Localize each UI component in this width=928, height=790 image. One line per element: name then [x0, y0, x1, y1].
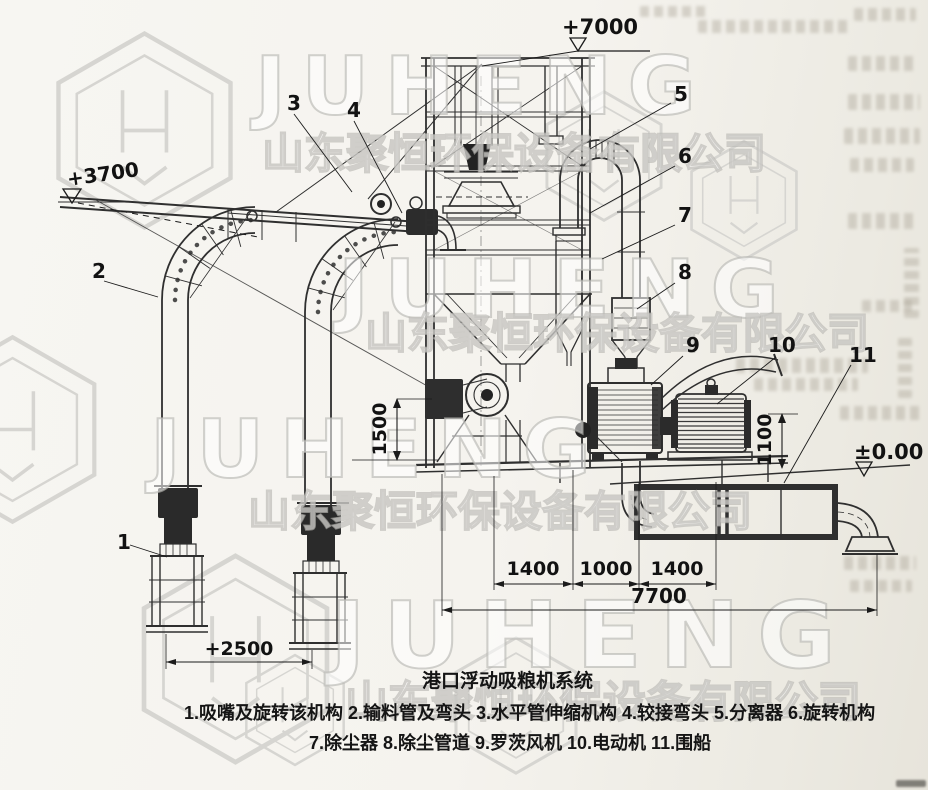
nozzle-drive-1: [158, 488, 198, 518]
suction-pipe-2: [289, 216, 402, 650]
bleedthrough-smudge: [698, 20, 848, 33]
barge: [621, 461, 898, 555]
roots-blower: [575, 358, 663, 460]
elevation-top-label: +7000: [562, 15, 638, 39]
dim-seg1-label: 1400: [507, 558, 560, 580]
bleedthrough-smudge: [854, 8, 916, 21]
bleedthrough-smudge: [754, 378, 858, 391]
callout-11: 11: [849, 343, 877, 367]
bleedthrough-smudge: [850, 580, 912, 592]
overhead-bend-and-dust-system: [538, 66, 783, 411]
callout-6: 6: [678, 144, 692, 168]
bleedthrough-smudge: [736, 358, 868, 373]
legend-row-1: 1.吸嘴及旋转该机构 2.输料管及弯头 3.水平管伸缩机构 4.较接弯头 5.分…: [184, 703, 876, 723]
callout-8: 8: [678, 260, 692, 284]
callout-numbers: 1 2 3 4 5 6 7 8 9 10 11: [92, 82, 877, 554]
bleedthrough-smudge: [904, 248, 919, 318]
bleedthrough-smudge: [848, 94, 920, 110]
elevation-waterline: ±0.00: [854, 440, 923, 478]
bleedthrough-smudge: [840, 406, 924, 420]
bleedthrough-smudge: [844, 556, 916, 570]
swivel-elbow-block: [406, 209, 438, 235]
callout-4: 4: [347, 98, 361, 122]
shaft-coupling: [660, 417, 676, 435]
bleedthrough-smudge: [848, 56, 918, 71]
platform: [415, 454, 789, 484]
callout-5: 5: [674, 82, 688, 106]
dim-1500: 1500: [352, 398, 438, 461]
callout-9: 9: [686, 333, 700, 357]
suction-pipe-1: [146, 206, 258, 633]
dim-overall: 7700: [441, 474, 878, 616]
elevation-waterline-label: ±0.00: [854, 440, 923, 464]
dim-seg3-label: 1400: [651, 558, 704, 580]
callout-10: 10: [768, 333, 796, 357]
callout-2: 2: [92, 259, 106, 283]
dim-seg2-label: 1000: [580, 558, 633, 580]
callout-3: 3: [287, 91, 301, 115]
dim-overall-label: 7700: [631, 584, 687, 608]
elevation-boom: +3700: [61, 157, 259, 238]
dim-1100-label: 1100: [754, 414, 776, 467]
electric-motor: [660, 378, 753, 461]
elevation-top: +7000: [481, 15, 650, 67]
callout-7: 7: [678, 203, 692, 227]
feed-hopper: [463, 144, 491, 170]
bleedthrough-smudge: [862, 300, 912, 312]
bleedthrough-smudge: [640, 6, 710, 17]
trolley-wheel: [370, 193, 392, 215]
bleedthrough-smudge: [844, 128, 920, 144]
dim-nozzle-spacing: +2500: [165, 634, 313, 669]
blower-pulley: [575, 422, 591, 438]
legend-row-2: 7.除尘器 8.除尘管道 9.罗茨风机 10.电动机 11.围船: [309, 733, 712, 753]
callout-leaders: [103, 102, 852, 558]
dim-1100: 1100: [754, 413, 798, 469]
tower-frame: [421, 57, 623, 468]
scan-edge-mark: [896, 780, 926, 787]
dust-collector-body: [611, 297, 651, 341]
callout-1: 1: [117, 530, 131, 554]
bleedthrough-smudge: [850, 158, 914, 172]
dim-1500-label: 1500: [369, 403, 391, 456]
dim-nozzle-spacing-label: +2500: [205, 638, 274, 660]
drawing-title: 港口浮动吸粮机系统: [422, 671, 594, 692]
nozzle-drive-2: [301, 505, 341, 535]
bleedthrough-smudge: [848, 213, 916, 229]
dim-bottom-chain: 1400 1000 1400: [493, 470, 717, 590]
airlock-pulley: [465, 373, 509, 417]
cyclone-hopper: [425, 293, 591, 463]
airlock-motor: [425, 379, 463, 419]
bleedthrough-smudge: [898, 338, 912, 398]
discharge-elbow: [837, 502, 879, 538]
elevation-boom-label: +3700: [65, 157, 140, 191]
separator: [436, 181, 528, 219]
